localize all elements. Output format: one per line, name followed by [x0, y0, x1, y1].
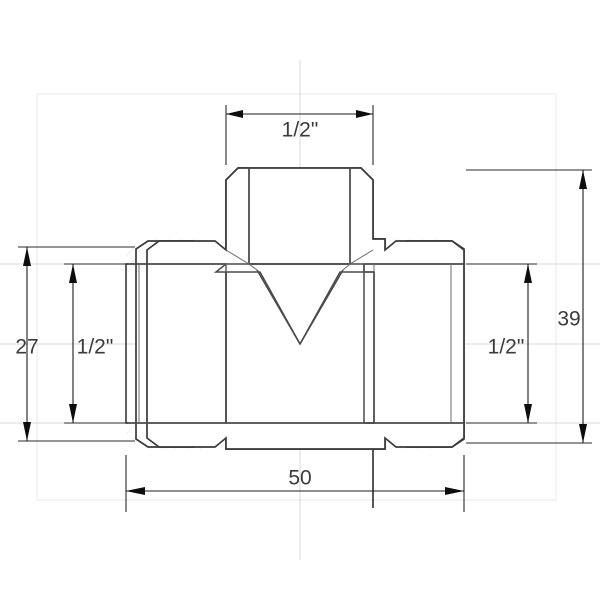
background-frame	[36, 93, 557, 501]
dimension-label-left-run-thread: 1/2"	[77, 336, 114, 359]
tee-fitting-body	[125, 167, 465, 508]
dimension-label-overall-length-bottom: 50	[288, 467, 311, 490]
dimension-top-branch-thread: 1/2"	[225, 105, 374, 165]
dimension-label-right-run-thread: 1/2"	[488, 336, 525, 359]
dimension-overall-height-left: 27	[15, 246, 135, 442]
dimension-left-run-thread: 1/2"	[64, 263, 128, 424]
dimension-label-overall-height-right: 39	[557, 308, 580, 331]
dimension-overall-height-right: 39	[466, 169, 592, 444]
fitting-outline	[146, 167, 465, 450]
dimension-overall-length-bottom: 50	[125, 455, 465, 512]
crotch-v-lines	[256, 269, 344, 345]
dimension-right-run-thread: 1/2"	[466, 263, 537, 424]
right-socket-bore	[363, 263, 465, 424]
shoulder-detail-lines	[225, 249, 375, 272]
dimension-label-top-branch: 1/2"	[282, 119, 319, 142]
dimension-label-overall-height-left: 27	[15, 336, 38, 359]
